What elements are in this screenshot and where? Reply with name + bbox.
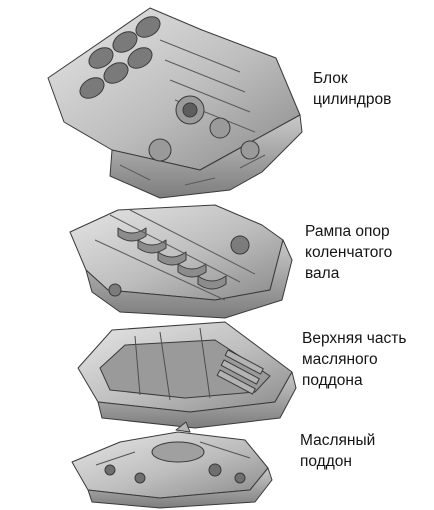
- label-line: Рампа опор: [305, 223, 390, 240]
- ramp-side-face: [85, 239, 293, 319]
- oil-pan-drawing: [71, 421, 273, 509]
- cylinder-block-drawing: [47, 7, 303, 199]
- cylinder-bore: [112, 31, 138, 53]
- label-line: коленчатого: [305, 244, 393, 261]
- label-oil-pan: Масляный поддон: [300, 430, 375, 472]
- label-line: Верхняя часть: [302, 330, 407, 347]
- label-line: масляного: [302, 351, 378, 368]
- label-line: Блок: [313, 70, 348, 87]
- upper-oil-pan-drawing: [77, 321, 297, 429]
- cylinder-bore: [88, 47, 114, 69]
- cylinder-bore: [135, 16, 161, 38]
- label-line: вала: [305, 265, 340, 282]
- label-line: цилиндров: [313, 91, 392, 108]
- crankshaft-bearing-ramp-drawing: [69, 204, 293, 319]
- label-line: поддона: [302, 372, 363, 389]
- cylinder-bore: [103, 62, 129, 84]
- cylinder-block-skirt: [109, 114, 303, 199]
- cylinder-bore: [127, 47, 153, 69]
- cylinder-bores: [79, 16, 161, 99]
- label-upper-oil-pan: Верхняя часть масляного поддона: [302, 328, 406, 391]
- cylinder-bore: [79, 77, 105, 99]
- oil-pan-top-face: [71, 431, 269, 499]
- upper-pan-side: [97, 371, 297, 429]
- label-crankshaft-ramp: Рампа опор коленчатого вала: [305, 221, 392, 284]
- oil-pan-side: [87, 467, 273, 509]
- label-line: поддон: [300, 453, 352, 470]
- label-cylinder-block: Блок цилиндров: [313, 68, 391, 110]
- label-line: Масляный: [300, 432, 376, 449]
